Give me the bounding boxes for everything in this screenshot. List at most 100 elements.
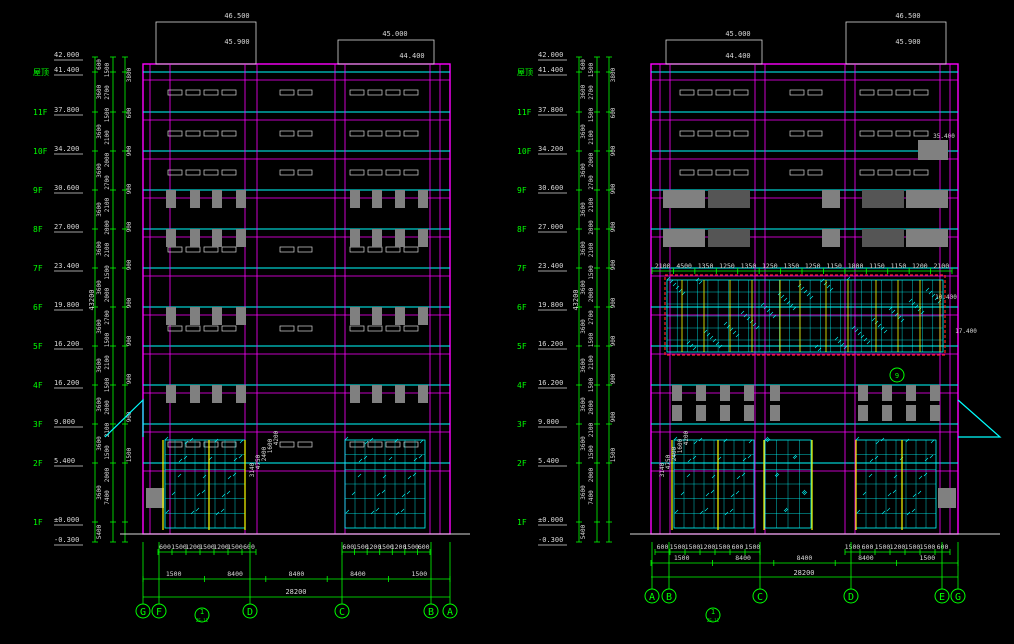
glass-hatch bbox=[801, 489, 806, 494]
glass-hatch bbox=[930, 439, 935, 444]
glass-hatch bbox=[906, 511, 911, 516]
window-mullion bbox=[203, 441, 219, 448]
floor-name-label: 7F bbox=[33, 264, 43, 273]
glass-hatch bbox=[803, 289, 808, 294]
window-mullion bbox=[279, 130, 295, 137]
floor-name-label: 11F bbox=[33, 108, 48, 117]
stair-hatch bbox=[938, 488, 956, 508]
horizontal-dimension-text: 1200 bbox=[391, 543, 407, 551]
vertical-dimension-text: 2000 bbox=[104, 152, 111, 167]
glass-hatch bbox=[755, 325, 760, 330]
window-mullion bbox=[895, 169, 911, 176]
glass-hatch bbox=[232, 472, 237, 477]
glass-hatch bbox=[239, 439, 244, 444]
vertical-dimension-text: 2100 bbox=[588, 355, 595, 370]
window-mullion bbox=[167, 169, 183, 176]
glass-hatch bbox=[905, 438, 910, 443]
horizontal-dimension-text: 1500 bbox=[905, 543, 921, 551]
window-mullion bbox=[807, 89, 823, 96]
floor-name-label: 4F bbox=[33, 381, 43, 390]
horizontal-dimension-text: 1500 bbox=[378, 543, 394, 551]
mid-dimension-text: 4750 bbox=[255, 454, 262, 469]
glass-hatch bbox=[687, 458, 692, 463]
floor-name-label: 10F bbox=[33, 147, 48, 156]
window-mullion bbox=[789, 89, 805, 96]
roof-elevation-label: 44.400 bbox=[399, 52, 424, 60]
window-mullion bbox=[403, 246, 419, 253]
facade-grey-panel bbox=[672, 405, 682, 421]
elevation-value-label: 23.400 bbox=[54, 262, 79, 270]
axis-label: F bbox=[156, 607, 162, 618]
facade-grey-panel bbox=[395, 307, 405, 325]
glass-hatch bbox=[892, 489, 897, 494]
glass-hatch bbox=[177, 473, 182, 478]
glass-hatch bbox=[370, 510, 375, 515]
elevation-value-label: 5.400 bbox=[54, 457, 75, 465]
glass-hatch bbox=[888, 306, 893, 311]
facade-grey-panel bbox=[190, 229, 200, 247]
vertical-dimension-text: 2100 bbox=[588, 242, 595, 257]
facade-grey-panel bbox=[236, 190, 246, 208]
glass-hatch bbox=[834, 336, 839, 341]
window-mullion bbox=[789, 169, 805, 176]
glass-hatch bbox=[866, 340, 871, 345]
window-mullion bbox=[185, 89, 201, 96]
vertical-dimension-text: 2100 bbox=[588, 130, 595, 145]
band-dimension-text: 1150 bbox=[869, 262, 885, 270]
vertical-dimension-text: 900 bbox=[610, 335, 617, 346]
glass-hatch bbox=[887, 492, 892, 497]
facade-grey-panel bbox=[212, 229, 222, 247]
glass-hatch bbox=[897, 315, 902, 320]
floor-name-label: 9F bbox=[517, 186, 527, 195]
glass-hatch bbox=[817, 347, 822, 352]
vertical-dimension-text: 600 bbox=[610, 107, 617, 118]
window-mullion bbox=[185, 441, 201, 448]
facade-grey-panel bbox=[418, 307, 428, 325]
horizontal-dimension-text: 1500 bbox=[199, 543, 215, 551]
horizontal-dimension-text: 1500 bbox=[353, 543, 369, 551]
horizontal-dimension-text: 1500 bbox=[875, 543, 891, 551]
window-mullion bbox=[279, 325, 295, 332]
glass-hatch bbox=[891, 309, 896, 314]
glass-hatch bbox=[735, 490, 740, 495]
section-marker-text: 1 bbox=[711, 608, 715, 616]
axis-label: G bbox=[140, 607, 146, 618]
roof-elevation-label: 44.400 bbox=[725, 52, 750, 60]
glass-hatch bbox=[183, 455, 188, 460]
window-mullion bbox=[385, 441, 401, 448]
glass-hatch bbox=[855, 436, 860, 441]
mid-dimension-text: 3140 bbox=[249, 462, 256, 477]
window-mullion bbox=[349, 325, 365, 332]
glass-hatch bbox=[227, 475, 232, 480]
vertical-dimension-text: 2000 bbox=[588, 467, 595, 482]
glass-hatch bbox=[388, 456, 393, 461]
window-mullion bbox=[715, 130, 731, 137]
floor-name-label: 2F bbox=[517, 459, 527, 468]
floor-name-label: 11F bbox=[517, 108, 532, 117]
vertical-dimension-text: 7400 bbox=[104, 490, 111, 505]
band-dimension-text: 1250 bbox=[762, 262, 778, 270]
vertical-dimension-text: 1500 bbox=[126, 447, 133, 462]
glass-hatch bbox=[925, 287, 930, 292]
window-mullion bbox=[895, 89, 911, 96]
horizontal-dimension-text: 1200 bbox=[213, 543, 229, 551]
vertical-dimension-text: 2100 bbox=[104, 197, 111, 212]
axis-bubble bbox=[843, 588, 859, 604]
glass-hatch bbox=[736, 475, 741, 480]
window-mullion bbox=[733, 89, 749, 96]
glass-hatch bbox=[673, 436, 678, 441]
total-width-text: 28200 bbox=[285, 588, 306, 596]
vertical-dimension-text: 3600 bbox=[580, 84, 587, 99]
horizontal-dimension-text: 1500 bbox=[845, 543, 861, 551]
glass-hatch bbox=[742, 457, 747, 462]
vertical-dimension-text: 7400 bbox=[588, 490, 595, 505]
glass-hatch bbox=[917, 307, 922, 312]
glass-hatch bbox=[912, 493, 917, 498]
window-mullion bbox=[403, 130, 419, 137]
facade-grey-panel bbox=[166, 190, 176, 208]
glass-hatch bbox=[214, 438, 219, 443]
glass-hatch bbox=[376, 492, 381, 497]
window-mullion bbox=[403, 89, 419, 96]
vertical-dimension-text: 3600 bbox=[96, 319, 103, 334]
